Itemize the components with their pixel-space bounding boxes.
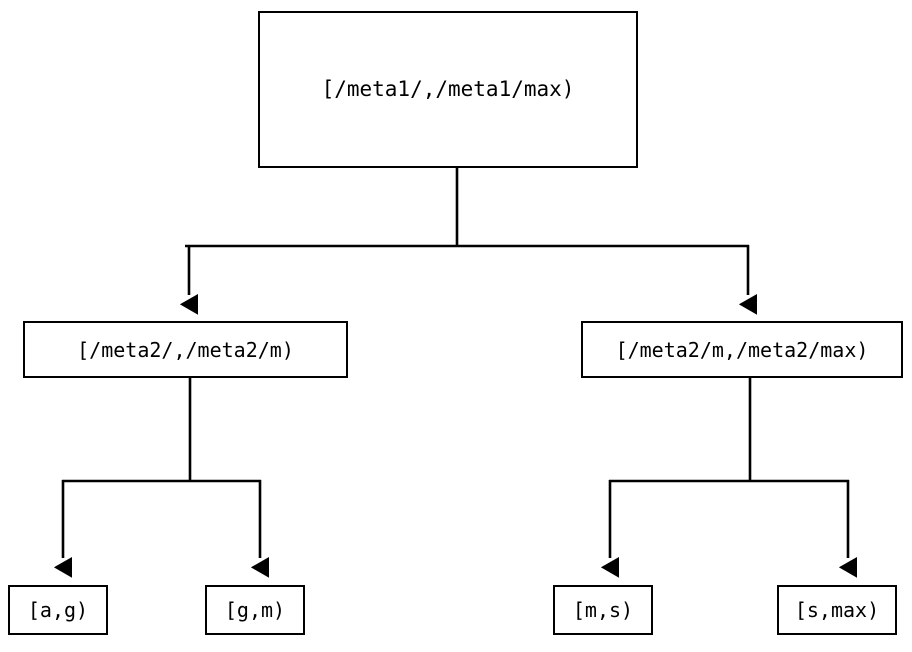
tree-node-mid-right[interactable]: [/meta2/m,/meta2/max)	[581, 321, 903, 378]
tree-node-leaf-2-label: [m,s)	[572, 598, 634, 622]
tree-node-root-label: [/meta1/,/meta1/max)	[321, 77, 575, 101]
tree-node-root[interactable]: [/meta1/,/meta1/max)	[258, 11, 638, 168]
edge-mid-right-to-leaves	[600, 378, 858, 578]
tree-node-mid-left[interactable]: [/meta2/,/meta2/m)	[23, 321, 348, 378]
tree-node-mid-left-label: [/meta2/,/meta2/m)	[77, 337, 294, 362]
tree-node-leaf-1[interactable]: [g,m)	[205, 585, 305, 635]
tree-node-leaf-0-label: [a,g)	[27, 598, 89, 622]
tree-node-leaf-1-label: [g,m)	[224, 598, 286, 622]
edge-root-to-mid-level	[179, 168, 758, 315]
tree-node-mid-right-label: [/meta2/m,/meta2/max)	[615, 337, 869, 362]
edge-mid-left-to-leaves	[53, 378, 270, 578]
tree-node-leaf-3-label: [s,max)	[794, 598, 880, 622]
tree-node-leaf-2[interactable]: [m,s)	[553, 585, 653, 635]
tree-node-leaf-3[interactable]: [s,max)	[777, 585, 897, 635]
tree-node-leaf-0[interactable]: [a,g)	[8, 585, 108, 635]
